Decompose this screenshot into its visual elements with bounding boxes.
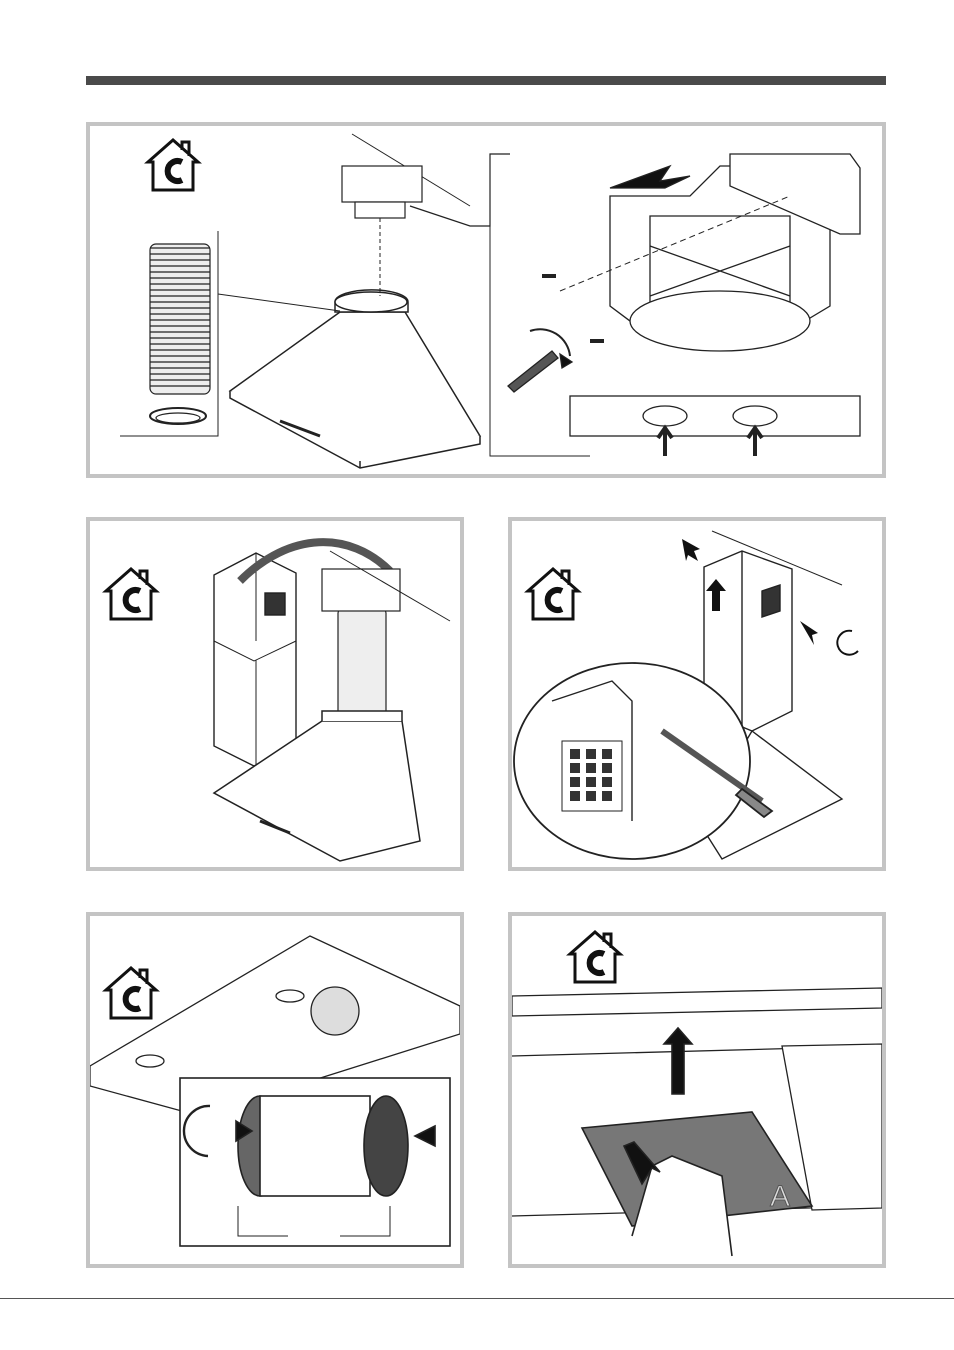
house-c-icon [106, 968, 156, 1018]
vent-slot [602, 777, 612, 787]
panel-3-chimney-fixing [508, 517, 886, 871]
house-c-icon [570, 932, 620, 982]
ceiling-bracket-small [342, 134, 510, 296]
footer-rule [0, 1298, 954, 1299]
flexible-duct [322, 551, 450, 737]
panel-3-illustration [512, 521, 882, 867]
vent-slot [586, 763, 596, 773]
panel-2-illustration [90, 521, 460, 867]
vent-slot [602, 791, 612, 801]
vent-slot [570, 749, 580, 759]
panel-2-chimney-mount [86, 517, 464, 871]
panel-5-grease-filter: A [508, 912, 886, 1268]
vent-slot [586, 749, 596, 759]
house-c-icon [106, 569, 156, 619]
panel-1-duct-and-bracket [86, 122, 886, 478]
vent-slot [570, 763, 580, 773]
grease-filter [582, 1028, 812, 1256]
chimney-hood [218, 290, 480, 468]
house-c-icon [148, 140, 198, 190]
vent-slot [570, 777, 580, 787]
panel-1-illustration [90, 126, 882, 474]
vent-slot [586, 791, 596, 801]
panel-5-illustration: A [512, 916, 882, 1264]
vent-slot [586, 777, 596, 787]
motor-detail [180, 1078, 450, 1246]
vent-slot [602, 763, 612, 773]
panel-4-illustration [90, 916, 460, 1264]
filter-label: A [770, 1180, 790, 1213]
panel-4-carbon-filter [86, 912, 464, 1268]
house-c-icon [528, 569, 578, 619]
bracket-assembly [490, 154, 860, 456]
vent-slot [570, 791, 580, 801]
vent-slot [602, 749, 612, 759]
header-rule [86, 76, 886, 85]
flexible-duct [120, 231, 218, 436]
